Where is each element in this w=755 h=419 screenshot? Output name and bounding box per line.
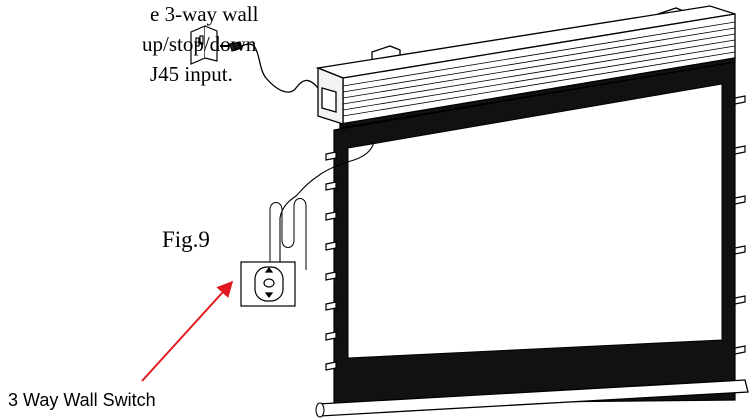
callout-arrow	[141, 280, 234, 382]
intro-text-line-3: J45 input.	[150, 62, 233, 86]
screen-housing	[315, 5, 736, 129]
figure-label: Fig.9	[162, 227, 210, 252]
switch-cable	[279, 141, 375, 268]
wall-outlet-icon	[190, 25, 218, 65]
power-cord	[241, 43, 319, 93]
intro-text-line-1: e 3-way wall	[150, 2, 259, 26]
intro-text-line-2: up/stop/down	[142, 32, 257, 56]
screen-viewing-area	[347, 83, 723, 359]
callout-label: 3 Way Wall Switch	[8, 390, 156, 410]
cable-loop	[269, 198, 307, 270]
wall-switch-icon	[240, 261, 296, 307]
power-plug-icon	[220, 41, 243, 52]
projection-screen	[315, 61, 749, 418]
